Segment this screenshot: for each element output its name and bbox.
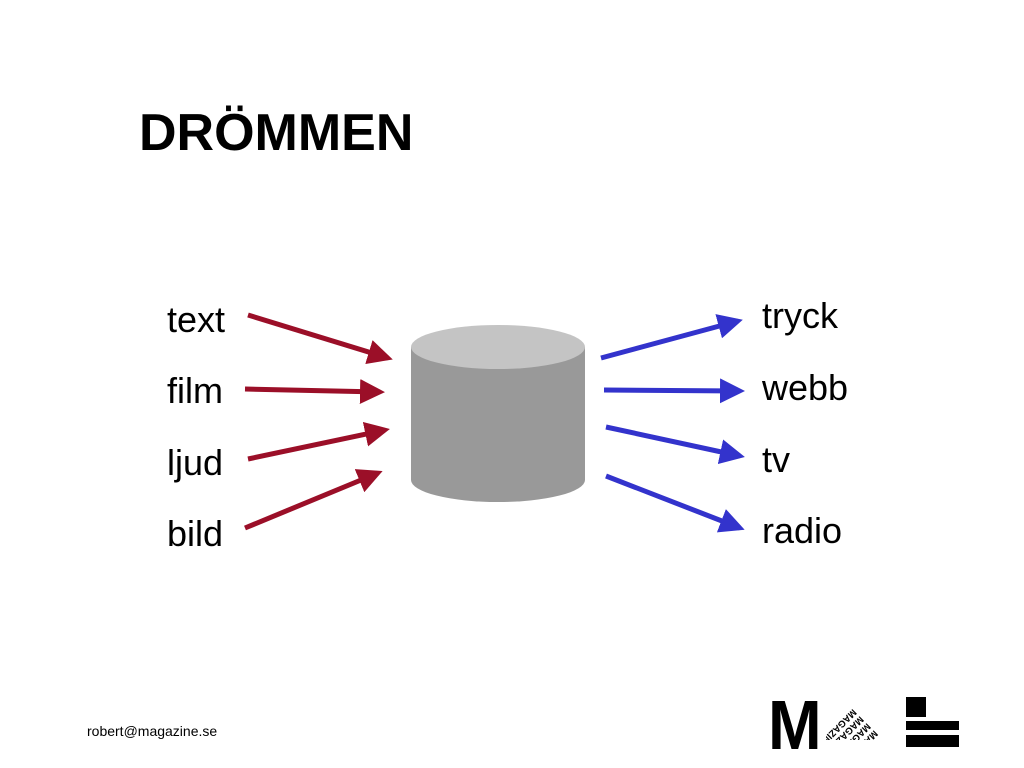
slide-title: DRÖMMEN bbox=[139, 104, 414, 162]
cylinder-body bbox=[411, 347, 585, 502]
logo-stamp: MAGAZINE MAGAZINE MAGAZINE MAGAZINE bbox=[826, 707, 880, 740]
input-label-film: film bbox=[167, 370, 223, 411]
output-label-radio: radio bbox=[762, 510, 843, 551]
output-label-tv: tv bbox=[762, 439, 791, 480]
input-label-bild: bild bbox=[167, 513, 224, 554]
logo-letter: M bbox=[768, 686, 822, 764]
logo-bars-icon bbox=[906, 697, 959, 747]
input-arrow-text bbox=[247, 312, 393, 365]
output-arrow-webb bbox=[603, 378, 745, 404]
output-arrow-radio bbox=[605, 473, 745, 533]
output-arrow-tryck bbox=[600, 314, 743, 361]
input-arrow-film bbox=[244, 379, 385, 405]
output-label-tryck: tryck bbox=[762, 295, 838, 336]
input-arrow-ljud bbox=[247, 421, 390, 462]
database-cylinder bbox=[411, 325, 585, 502]
footer-email: robert@magazine.se bbox=[87, 723, 218, 739]
input-arrow-bild bbox=[244, 469, 383, 531]
output-label-webb: webb bbox=[762, 367, 849, 408]
cylinder-top bbox=[411, 325, 585, 369]
output-arrow-tv bbox=[605, 424, 745, 464]
input-label-ljud: ljud bbox=[167, 442, 224, 483]
input-label-text: text bbox=[167, 299, 226, 340]
